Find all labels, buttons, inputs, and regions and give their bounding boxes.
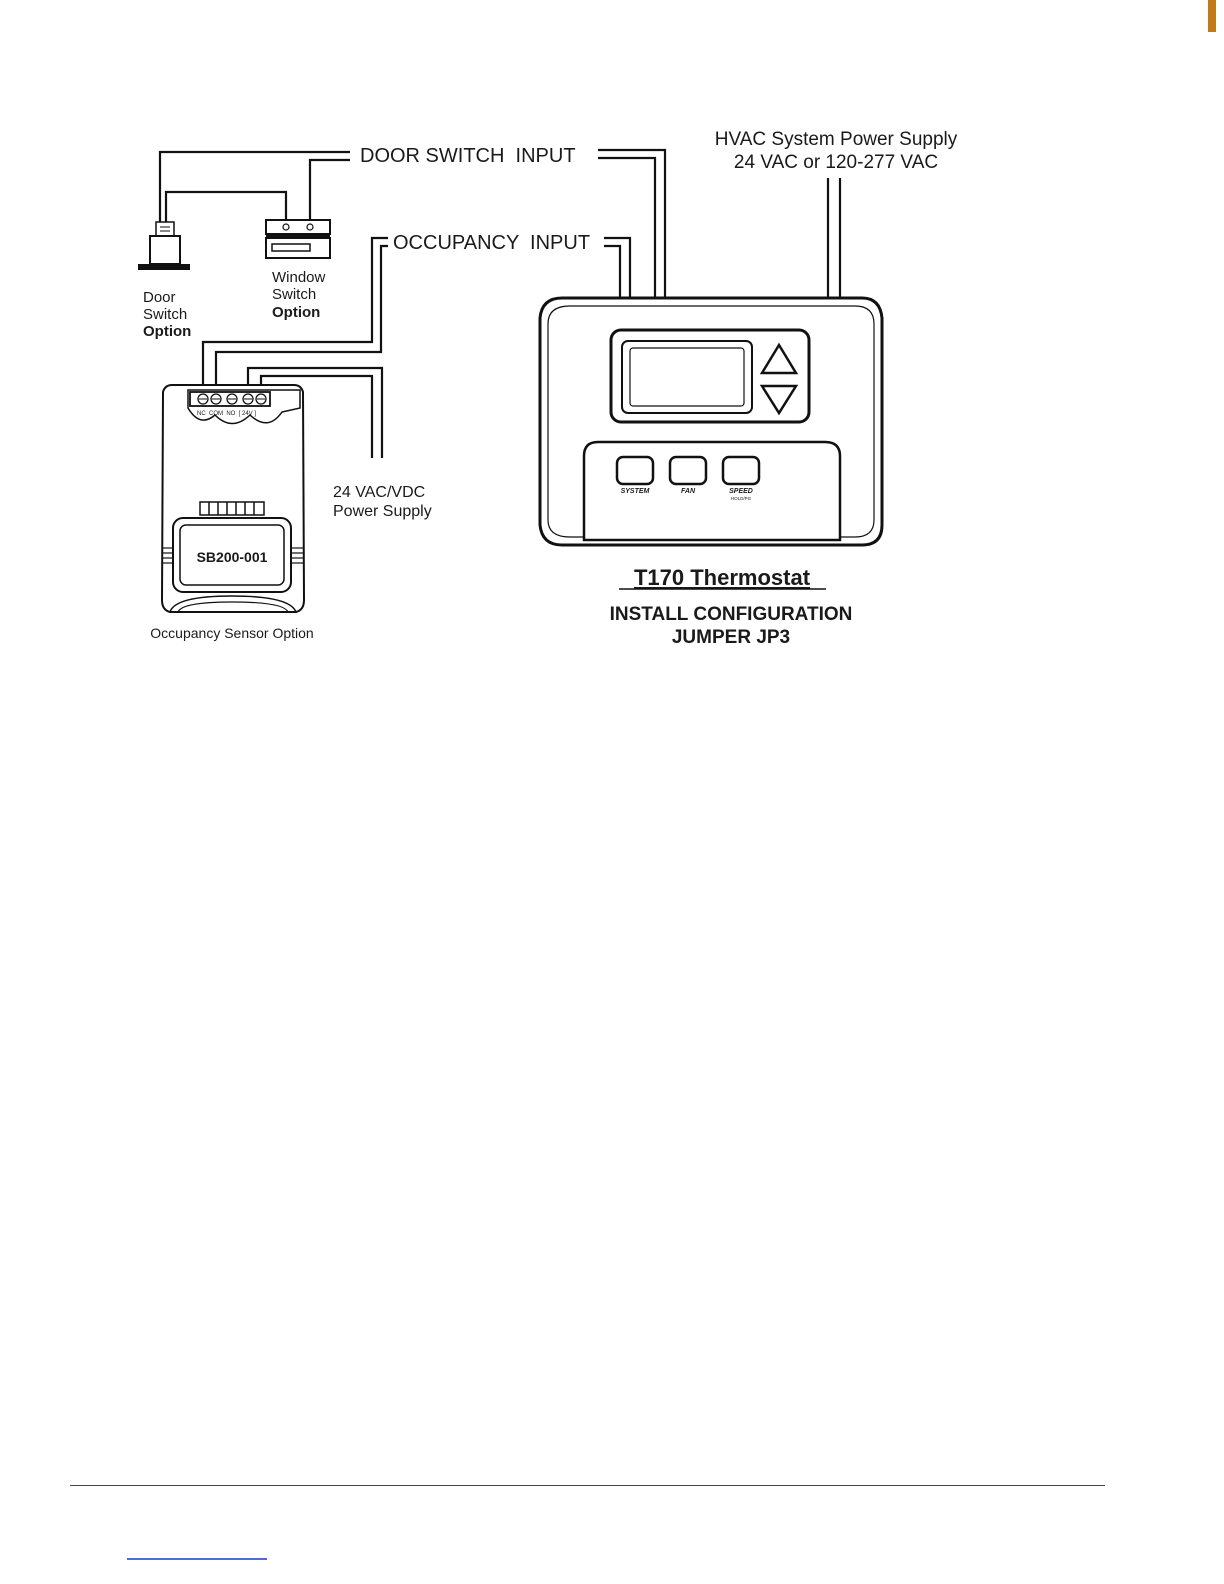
system-button [617, 457, 653, 484]
door-input-wire-outer [160, 152, 350, 225]
occupancy-input-label: OCCUPANCY INPUT [393, 232, 590, 254]
sensor-model-label: SB200-001 [197, 549, 268, 565]
hvac-label-line1: HVAC System Power Supply [715, 129, 958, 150]
install-config-line2: JUMPER JP3 [672, 627, 790, 648]
door-switch-icon [138, 222, 190, 270]
page-corner-mark [1208, 0, 1216, 32]
speed-button [723, 457, 759, 484]
window-switch-label-1: Window [272, 269, 326, 286]
fan-button-label: FAN [681, 488, 696, 495]
door-input-wire-inner [310, 160, 350, 222]
system-button-label: SYSTEM [621, 488, 650, 495]
speed-button-sublabel: HOLD/PG [731, 496, 752, 501]
power-supply-label-2: Power Supply [333, 503, 432, 520]
window-switch-label-2: Switch [272, 286, 316, 303]
window-switch-icon [266, 220, 330, 258]
door-switch-input-label: DOOR SWITCH INPUT [360, 145, 576, 167]
thermostat-title: T170 Thermostat [634, 565, 811, 590]
thermostat-device [540, 298, 882, 545]
terminal-labels: NC COM NO [ 24V ] [197, 411, 256, 417]
occupancy-wire-right-2 [604, 246, 620, 298]
power-supply-label-1: 24 VAC/VDC [333, 484, 425, 501]
speed-button-label: SPEED [729, 488, 753, 495]
footer-rule [70, 1485, 1105, 1486]
door-input-wire-right-2 [598, 158, 655, 298]
wiring-diagram: DOOR SWITCH INPUT OCCUPANCY INPUT HVAC S… [0, 0, 1224, 700]
occupancy-sensor-device: NC COM NO [ 24V ] [162, 385, 304, 612]
door-switch-label-1: Door [143, 289, 176, 306]
fan-button [670, 457, 706, 484]
window-switch-label-3: Option [272, 304, 320, 321]
door-switch-label-2: Switch [143, 306, 187, 323]
footer-link-underline[interactable] [127, 1558, 267, 1560]
hvac-label-line2: 24 VAC or 120-277 VAC [734, 152, 938, 173]
door-switch-label-3: Option [143, 323, 191, 340]
sensor-caption: Occupancy Sensor Option [150, 625, 313, 641]
install-config-line1: INSTALL CONFIGURATION [610, 604, 853, 625]
